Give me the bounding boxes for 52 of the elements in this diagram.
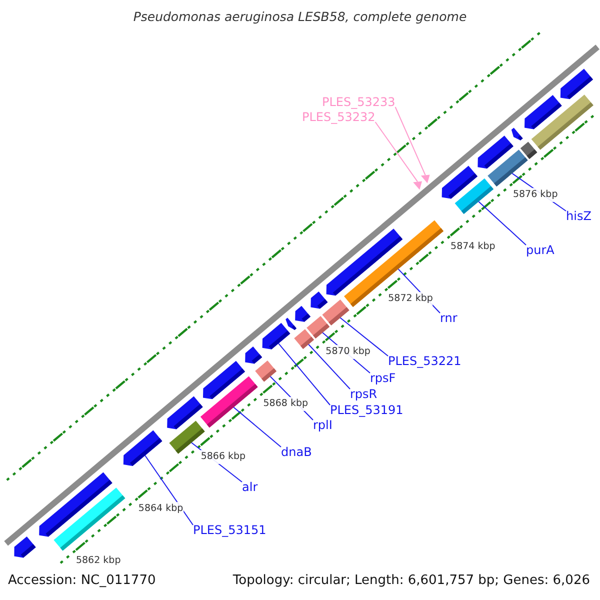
gene-marker: [420, 174, 430, 184]
leader-line: [144, 454, 194, 526]
gene-bar: [520, 142, 538, 159]
chart-title: Pseudomonas aeruginosa LESB58, complete genome: [132, 10, 468, 24]
gene-label: rnr: [440, 311, 458, 325]
gene-marker: [413, 181, 422, 190]
accession-label: Accession: NC_011770: [8, 574, 156, 588]
gene-label: PLES_53191: [330, 403, 404, 417]
gene-bar: [123, 430, 162, 466]
gene-bar: [262, 322, 290, 350]
genome-info-label: Topology: circular; Length: 6,601,757 bp; Genes: 6,026: [232, 574, 590, 588]
gene-bar: [442, 166, 478, 199]
scale-label: 5870 kbp: [326, 344, 370, 359]
gene-bar: [255, 360, 276, 382]
gene-bar: [511, 128, 523, 140]
leader-line: [374, 122, 418, 182]
gene-bar: [245, 346, 262, 364]
gene-bar: [560, 68, 593, 100]
gene-bar: [54, 488, 126, 551]
leader-line: [308, 344, 350, 390]
scale-label: 5868 kbp: [263, 397, 308, 412]
leader-line: [394, 106, 426, 176]
leader-line: [233, 406, 282, 448]
gene-label: PLES_53151: [193, 523, 266, 537]
leader-line: [340, 317, 388, 356]
gene-label: purA: [526, 243, 554, 257]
gene-bar: [167, 396, 203, 430]
scale-label: 5874 kbp: [450, 240, 496, 254]
gene-label: rpsR: [350, 387, 378, 401]
gene-label: dnaB: [281, 445, 312, 459]
gene-bar: [14, 536, 36, 558]
gene-bar: [203, 360, 245, 400]
gene-bar: [326, 228, 403, 296]
scale-label: 5872 kbp: [388, 292, 433, 306]
gene-bar: [310, 292, 328, 309]
gene-bar: [294, 329, 314, 349]
leader-line: [478, 201, 526, 246]
gene-bar: [478, 136, 514, 169]
scale-label: 5866 kbp: [200, 450, 246, 464]
leader-line: [278, 342, 330, 406]
gene-label: PLES_53221: [388, 354, 462, 368]
gene-bar: [295, 306, 310, 322]
gene-label: alr: [242, 480, 258, 494]
gene-label: PLES_53233: [322, 95, 396, 109]
gene-bar: [531, 94, 594, 150]
gene-label: PLES_53232: [302, 110, 376, 124]
gene-label: hisZ: [566, 209, 592, 223]
gene-label: rpsF: [370, 371, 396, 385]
scale-label: 5864 kbp: [138, 502, 184, 516]
gene-label: rplI: [313, 418, 332, 432]
gene-bar: [286, 318, 296, 330]
scale-label: 5876 kbp: [512, 188, 558, 202]
